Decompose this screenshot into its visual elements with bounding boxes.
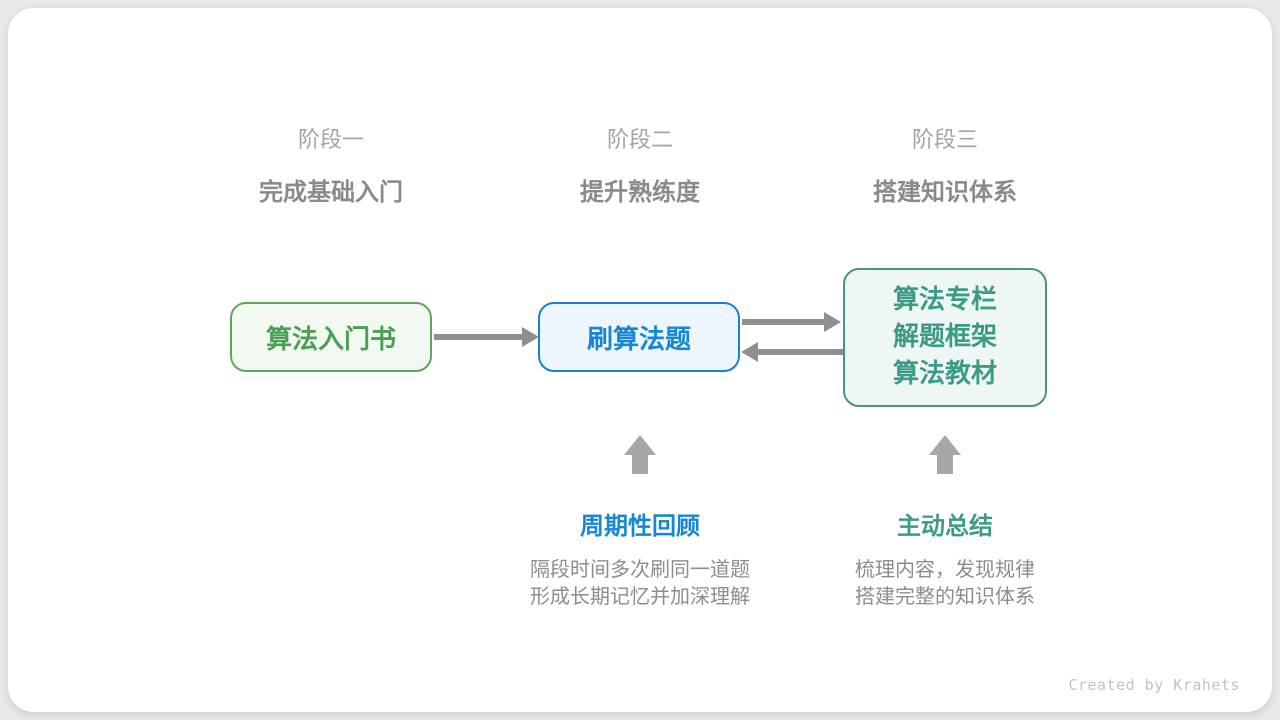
stage-label: 阶段一 bbox=[297, 128, 364, 153]
node-label: 解题框架 bbox=[892, 322, 997, 352]
block-arrow-up-stem bbox=[937, 455, 953, 474]
arrow-left-icon bbox=[741, 342, 758, 362]
arrow-node3-to-node2-shaft bbox=[758, 349, 843, 355]
node-label: 算法教材 bbox=[892, 359, 997, 389]
arrow-right-icon bbox=[824, 312, 841, 332]
node-practice-problems: 刷算法题 bbox=[538, 302, 740, 372]
stage-subtitle: 提升熟练度 bbox=[580, 178, 700, 206]
arrow-node1-to-node2-shaft bbox=[434, 334, 522, 340]
stage-header-1: 阶段一 完成基础入门 bbox=[259, 128, 403, 207]
stage-header-3: 阶段三 搭建知识体系 bbox=[873, 128, 1017, 207]
annotation-title-periodic-review: 周期性回顾 bbox=[580, 512, 700, 540]
annotation-desc-line: 梳理内容，发现规律 bbox=[855, 557, 1035, 581]
arrow-right-icon bbox=[522, 327, 539, 347]
arrow-node2-to-node3-shaft bbox=[742, 319, 824, 325]
annotation-desc-line: 搭建完整的知识体系 bbox=[855, 584, 1035, 608]
node-knowledge-resources: 算法专栏 解题框架 算法教材 bbox=[843, 268, 1047, 407]
node-label: 算法专栏 bbox=[892, 285, 997, 315]
stage-label: 阶段二 bbox=[606, 128, 673, 153]
annotation-description: 隔段时间多次刷同一道题 形成长期记忆并加深理解 bbox=[530, 556, 750, 610]
node-label: 算法入门书 bbox=[265, 324, 396, 355]
annotation-desc-line: 形成长期记忆并加深理解 bbox=[530, 584, 750, 608]
block-arrow-up-icon bbox=[929, 435, 961, 455]
stage-header-2: 阶段二 提升熟练度 bbox=[580, 128, 700, 207]
annotation-title-active-summary: 主动总结 bbox=[897, 512, 993, 540]
node-label: 刷算法题 bbox=[586, 324, 691, 355]
annotation-desc-line: 隔段时间多次刷同一道题 bbox=[530, 557, 750, 581]
block-arrow-up-icon bbox=[624, 435, 656, 455]
block-arrow-up-stem bbox=[632, 455, 648, 474]
annotation-description: 梳理内容，发现规律 搭建完整的知识体系 bbox=[855, 556, 1035, 610]
stage-label: 阶段三 bbox=[911, 128, 978, 153]
stage-subtitle: 搭建知识体系 bbox=[873, 178, 1017, 206]
node-algorithm-intro-book: 算法入门书 bbox=[230, 302, 432, 372]
credit-text: Created by Krahets bbox=[1068, 676, 1240, 694]
stage-subtitle: 完成基础入门 bbox=[259, 178, 403, 206]
